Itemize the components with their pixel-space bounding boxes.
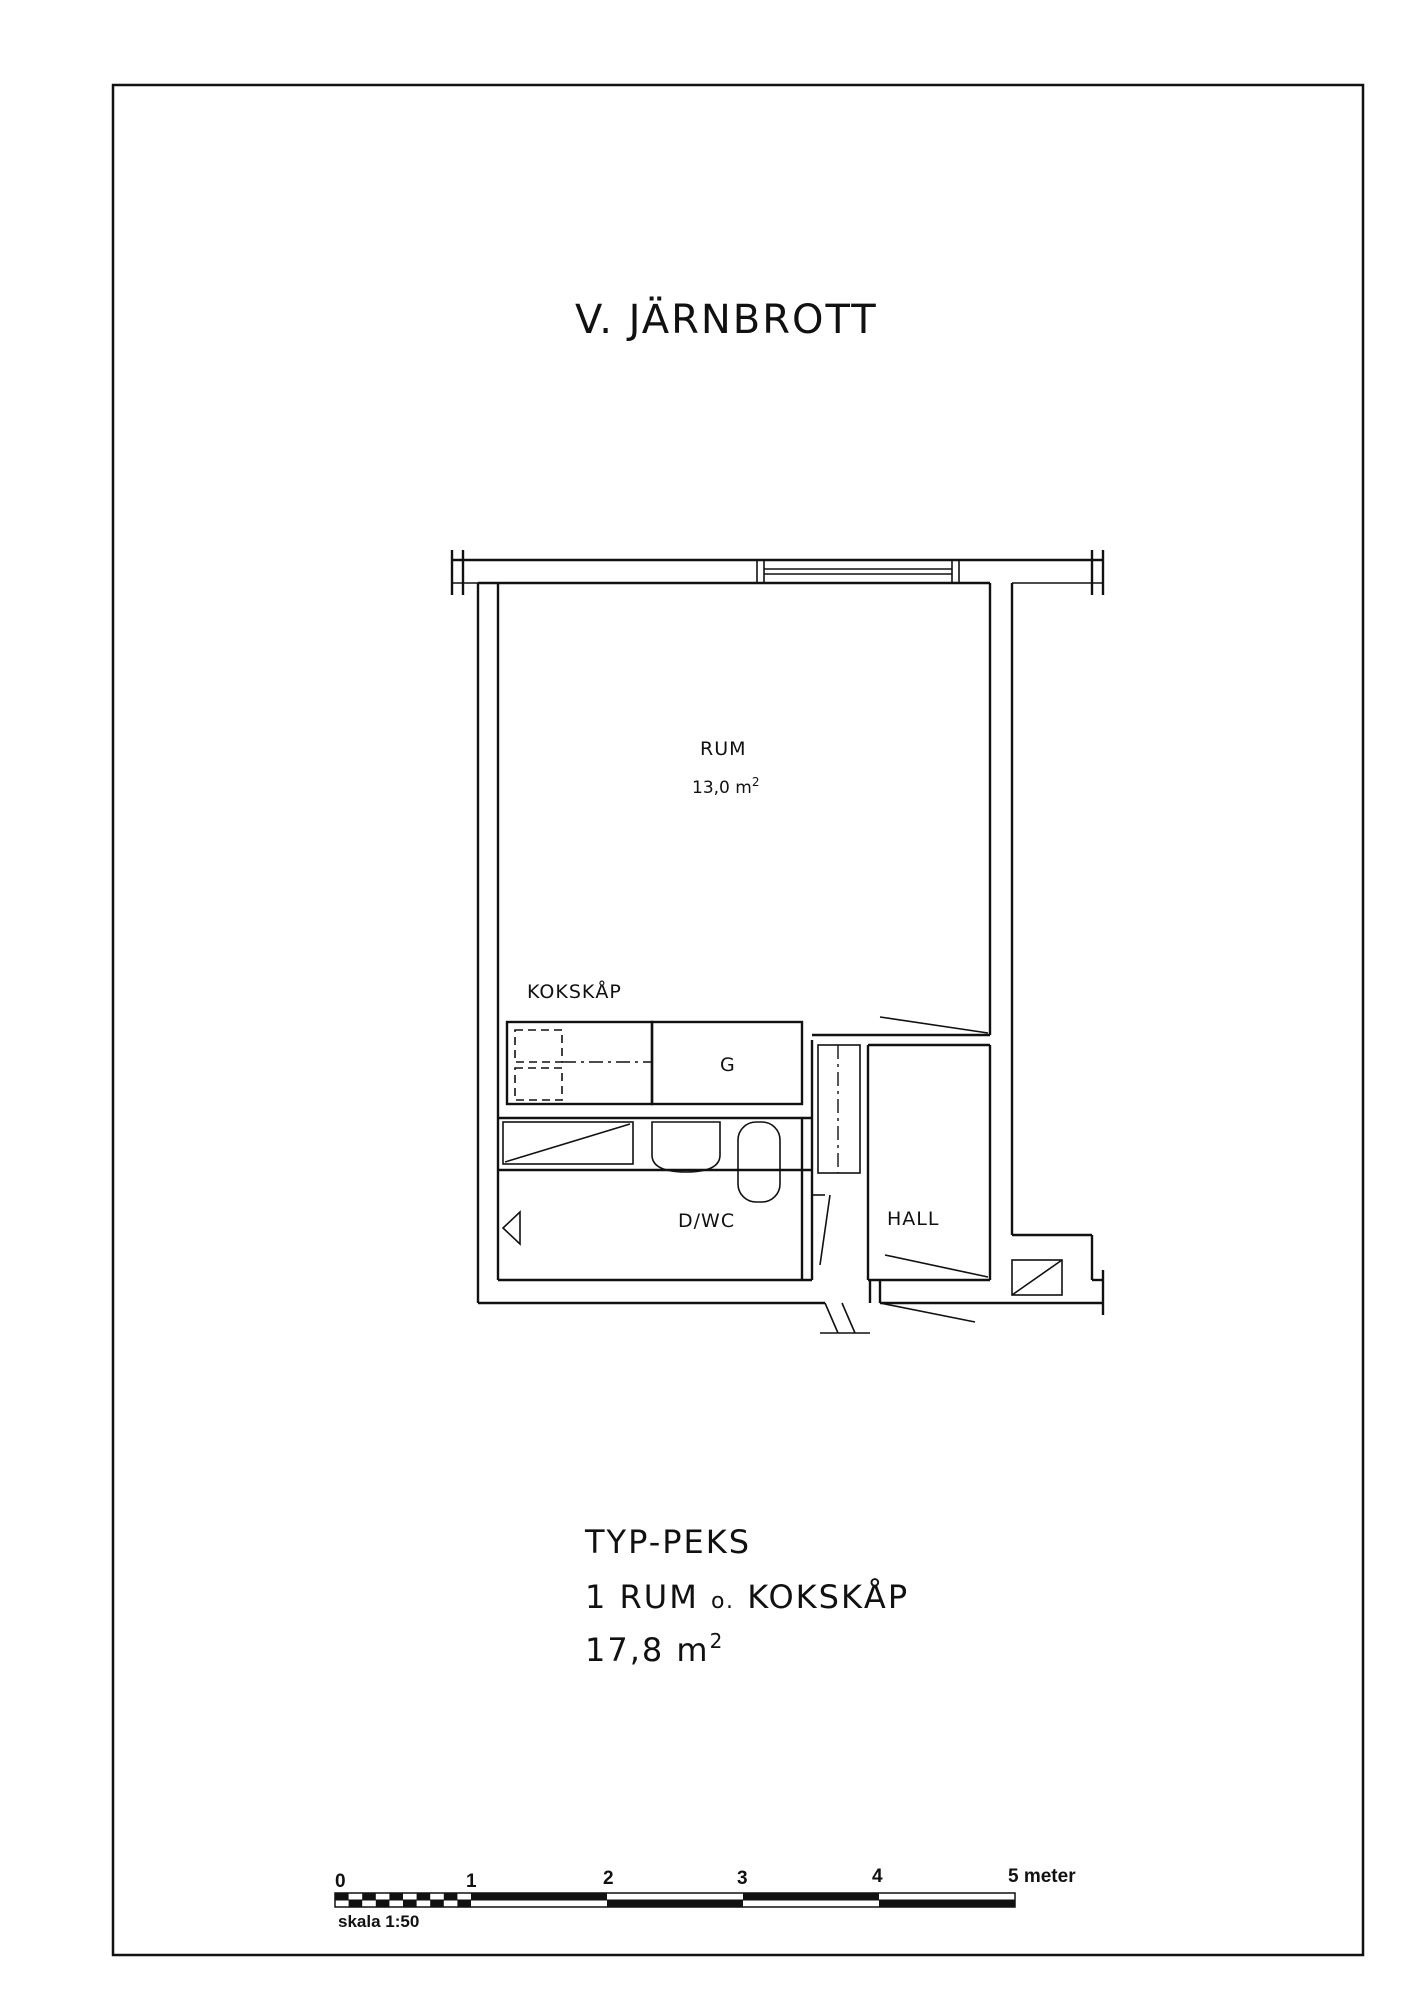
room-label-hall: HALL xyxy=(887,1208,939,1230)
scale-subdivision xyxy=(416,1893,431,1900)
scale-caption: skala 1:50 xyxy=(338,1912,419,1931)
sheet-border xyxy=(111,83,1365,1957)
room-label-dwc: D/WC xyxy=(678,1210,735,1232)
room-area-rum-sup: 2 xyxy=(752,775,760,789)
spec-type: TYP-PEKS xyxy=(584,1523,751,1561)
scale-tick-2: 2 xyxy=(603,1868,614,1889)
scale-subdivision xyxy=(362,1893,376,1900)
scale-subdivision xyxy=(430,1900,444,1907)
scale-tick-0: 0 xyxy=(335,1871,346,1892)
spec-layout-o: o. xyxy=(711,1589,735,1614)
room-label-g: G xyxy=(720,1054,736,1076)
scale-subdivision xyxy=(443,1893,458,1900)
room-label-kokskap: KOKSKÅP xyxy=(527,980,622,1003)
scale-subdivision xyxy=(335,1893,349,1900)
spec-total-area: 17,8 m2 xyxy=(585,1629,724,1669)
scale-tick-1: 1 xyxy=(466,1871,477,1892)
spec-layout: 1 RUM o. KOKSKÅP xyxy=(585,1578,909,1616)
room-label-rum: RUM xyxy=(700,738,747,760)
spec-layout-b: KOKSKÅP xyxy=(735,1578,909,1616)
scale-bar: 0 1 2 3 4 5 meter skala 1:50 xyxy=(334,1866,1076,1931)
scale-tick-4: 4 xyxy=(872,1866,883,1887)
room-area-rum: 13,0 m2 xyxy=(692,775,759,798)
room-area-rum-value: 13,0 m xyxy=(692,778,752,798)
scale-subdivision xyxy=(348,1900,363,1907)
scale-subdivision xyxy=(457,1900,471,1907)
spec-layout-a: 1 RUM xyxy=(585,1578,711,1616)
scale-subdivision xyxy=(375,1900,390,1907)
spec-total-area-sup: 2 xyxy=(710,1629,725,1653)
scale-tick-3: 3 xyxy=(737,1868,748,1889)
spec-total-area-value: 17,8 m xyxy=(585,1631,710,1669)
scale-subdivision xyxy=(389,1893,403,1900)
drawing-title: V. JÄRNBROTT xyxy=(575,295,878,343)
scale-subdivision xyxy=(403,1900,417,1907)
floor-plan xyxy=(450,550,1105,1334)
scale-tick-5: 5 meter xyxy=(1008,1866,1076,1887)
